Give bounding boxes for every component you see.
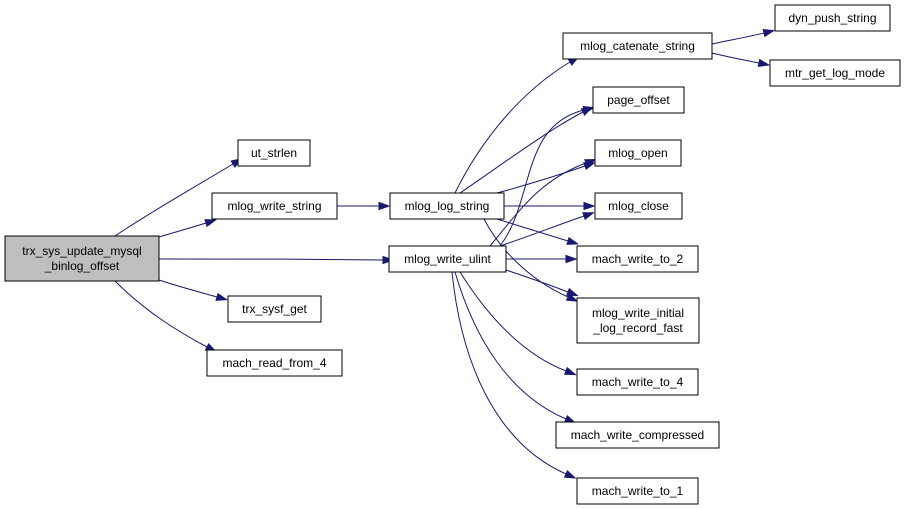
node-label: dyn_push_string [788, 11, 876, 25]
node-label: mlog_log_string [405, 199, 490, 213]
edge-mlog_write_ulint-to-mlog_close [499, 212, 595, 247]
node-mach-write-to-4[interactable]: mach_write_to_4 [576, 368, 699, 396]
node-mlog-catenate-string[interactable]: mlog_catenate_string [562, 32, 713, 60]
node-label: trx_sys_update_mysql [22, 244, 141, 258]
edge-mlog_log_string-to-mach_write_to_2 [496, 218, 580, 245]
node-mlog-log-string[interactable]: mlog_log_string [389, 192, 505, 220]
node-label: ut_strlen [251, 146, 297, 160]
node-ut-strlen[interactable]: ut_strlen [237, 139, 311, 167]
node-mlog-write-string[interactable]: mlog_write_string [211, 192, 338, 220]
edge-mlog_write_ulint-to-mach_write_to_4 [459, 271, 577, 376]
node-mtr-get-log-mode[interactable]: mtr_get_log_mode [769, 59, 901, 87]
edge-mlog_write_ulint-to-mach_write_to_2 [506, 254, 578, 264]
node-label: mach_write_to_2 [592, 252, 684, 266]
edge-root-to-mlog_write_string [158, 219, 217, 238]
edge-mlog_log_string-to-mlog_open [496, 162, 596, 194]
node-mach-write-compressed[interactable]: mach_write_compressed [555, 421, 720, 449]
node-label: _log_record_fast [592, 321, 683, 335]
node-trx-sysf-get[interactable]: trx_sysf_get [227, 295, 322, 323]
node-label: trx_sysf_get [242, 302, 307, 316]
node-mach-write-to-2[interactable]: mach_write_to_2 [576, 245, 699, 273]
node-mlog-write-ulint[interactable]: mlog_write_ulint [388, 245, 507, 273]
edge-root-to-trx_sysf_get [158, 279, 229, 301]
edge-mlog_catenate_string-to-mtr_get_log_mode [711, 52, 771, 68]
node-label: mlog_write_string [227, 199, 321, 213]
node-label: mlog_open [608, 146, 667, 160]
node-root[interactable]: trx_sys_update_mysql_binlog_offset [4, 235, 160, 282]
node-label: mach_write_compressed [571, 428, 704, 442]
edge-mlog_write_ulint-to-mach_write_to_1 [451, 271, 577, 479]
node-label: mlog_close [608, 199, 669, 213]
node-mlog-write-initial-log-record-fast[interactable]: mlog_write_initial_log_record_fast [576, 297, 700, 344]
edge-mlog_catenate_string-to-dyn_push_string [711, 29, 776, 45]
node-label: _binlog_offset [44, 259, 120, 273]
node-label: mtr_get_log_mode [785, 66, 885, 80]
edge-mlog_log_string-to-mlog_close [504, 201, 596, 211]
node-mach-read-from-4[interactable]: mach_read_from_4 [206, 349, 343, 377]
node-label: mlog_write_initial [592, 306, 684, 320]
node-label: mlog_write_ulint [404, 252, 491, 266]
nodes-layer: trx_sys_update_mysql_binlog_offset ut_str… [4, 4, 901, 505]
node-mach-write-to-1[interactable]: mach_write_to_1 [576, 477, 699, 505]
node-page-offset[interactable]: page_offset [592, 86, 685, 114]
node-label: mach_read_from_4 [222, 356, 326, 370]
edge-mlog_write_ulint-to-page_offset [499, 106, 596, 247]
node-label: mach_write_to_4 [592, 375, 684, 389]
edge-root-to-mlog_write_ulint [158, 255, 395, 265]
edge-mlog_write_string-to-mlog_log_string [337, 201, 391, 211]
edge-mlog_write_ulint-to-mlog_write_initial_log_record_fast [505, 269, 579, 297]
edge-mlog_write_ulint-to-mlog_open [489, 159, 597, 247]
node-mlog-open[interactable]: mlog_open [594, 139, 682, 167]
edges-layer [114, 29, 776, 479]
edge-mlog_write_ulint-to-mach_write_compressed [454, 271, 577, 424]
edge-root-to-mach_read_from_4 [114, 280, 218, 353]
node-label: mach_write_to_1 [592, 484, 684, 498]
node-dyn-push-string[interactable]: dyn_push_string [774, 4, 891, 32]
node-mlog-close[interactable]: mlog_close [594, 192, 683, 220]
node-label: page_offset [607, 93, 670, 107]
node-label: mlog_catenate_string [580, 39, 695, 53]
